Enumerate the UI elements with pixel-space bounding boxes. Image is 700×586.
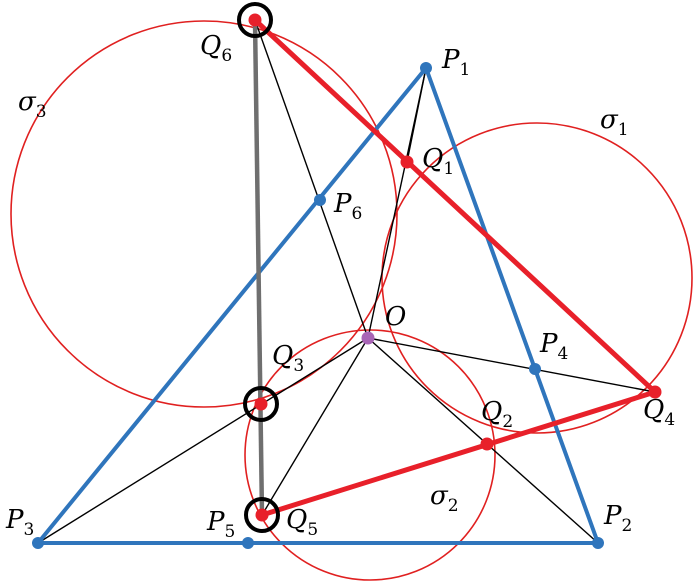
circle-sigma1 bbox=[381, 122, 693, 434]
label-P2: P2 bbox=[603, 501, 632, 536]
point-Q1 bbox=[400, 155, 414, 169]
label-sigma2: σ2 bbox=[430, 481, 459, 516]
red-line-Q6-Q4 bbox=[252, 17, 658, 395]
point-P4 bbox=[529, 363, 541, 375]
point-P5 bbox=[242, 537, 254, 549]
blue-triangle bbox=[36, 66, 600, 545]
point-Q4 bbox=[648, 385, 662, 399]
highlight-rings bbox=[237, 2, 280, 533]
point-P2 bbox=[592, 537, 604, 549]
black-lines bbox=[37, 19, 656, 544]
ring-Q6 bbox=[237, 2, 273, 38]
label-Q2: Q2 bbox=[481, 397, 513, 432]
label-sigma3: σ3 bbox=[18, 87, 47, 122]
point-Q3 bbox=[254, 397, 268, 411]
point-P6 bbox=[314, 194, 326, 206]
label-sigma1: σ1 bbox=[600, 105, 629, 140]
ring-Q5 bbox=[244, 497, 280, 533]
label-P6: P6 bbox=[333, 189, 362, 224]
line-P1-Q1 bbox=[406, 67, 427, 163]
point-Q2 bbox=[480, 437, 494, 451]
red-lines bbox=[252, 17, 658, 518]
label-O: O bbox=[385, 302, 406, 332]
line-Q6-O bbox=[254, 19, 369, 339]
label-P5: P5 bbox=[206, 507, 235, 542]
red-line-Q5-Q4 bbox=[259, 389, 658, 518]
label-Q4: Q4 bbox=[643, 395, 675, 430]
label-Q3: Q3 bbox=[272, 341, 304, 376]
gray-line-Q6-Q5 bbox=[252, 19, 265, 516]
label-Q5: Q5 bbox=[286, 505, 318, 540]
line-O-Q5 bbox=[261, 337, 369, 516]
point-Q5 bbox=[255, 508, 269, 522]
label-P4: P4 bbox=[539, 329, 568, 364]
point-P1 bbox=[420, 62, 432, 74]
side-P1-P2 bbox=[424, 66, 600, 545]
blue-points bbox=[32, 62, 604, 549]
side-P1-P3 bbox=[36, 66, 428, 545]
line-O-Q4 bbox=[367, 337, 656, 393]
ring-Q3 bbox=[243, 386, 279, 422]
label-P1: P1 bbox=[441, 45, 470, 80]
label-Q6: Q6 bbox=[200, 31, 232, 66]
label-P3: P3 bbox=[5, 505, 34, 540]
circle-sigma3 bbox=[10, 20, 398, 408]
labels: P1 P2 P3 P4 P5 P6 Q1 Q2 Q3 Q4 Q5 Q6 O σ1… bbox=[5, 31, 675, 542]
point-P3 bbox=[32, 537, 44, 549]
red-points bbox=[248, 13, 662, 522]
line-O-P3 bbox=[37, 337, 369, 544]
label-Q1: Q1 bbox=[422, 144, 454, 179]
point-O bbox=[361, 331, 375, 345]
point-Q6 bbox=[248, 13, 262, 27]
